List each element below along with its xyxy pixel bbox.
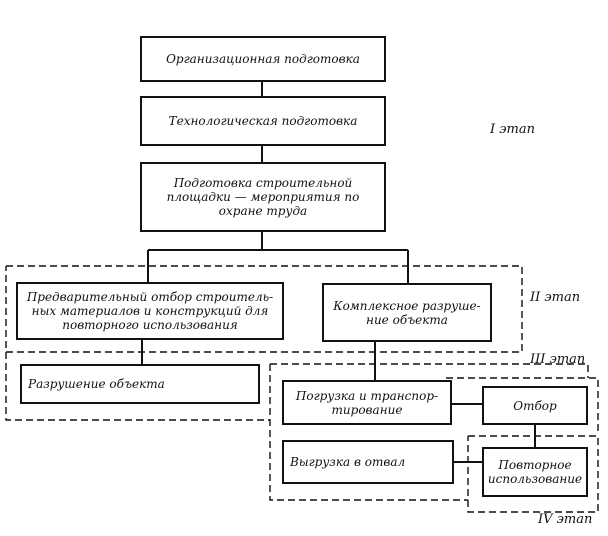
- organizational-preparation-box: Организационная подготовка: [140, 36, 386, 82]
- stage-4-label: IV этап: [538, 512, 593, 527]
- site-preparation-box: Подготовка строительной площадки — мероп…: [140, 162, 386, 232]
- loading-transport-box: Погрузка и транспор-тирование: [282, 380, 452, 425]
- box-label: Повторное использование: [487, 458, 583, 486]
- stage-1-label: I этап: [490, 122, 535, 137]
- box-label: Комплексное разруше-ние объекта: [333, 298, 481, 327]
- object-destruction-box: Разрушение объекта: [20, 364, 260, 404]
- box-label: Погрузка и транспор-тирование: [295, 388, 439, 417]
- complex-destruction-box: Комплексное разруше-ние объекта: [322, 283, 492, 342]
- selection-box: Отбор: [482, 386, 588, 425]
- stage-2-label: II этап: [530, 290, 581, 305]
- reuse-box: Повторное использование: [482, 447, 588, 497]
- box-label: Отбор: [513, 398, 557, 413]
- unloading-dump-box: Выгрузка в отвал: [282, 440, 454, 484]
- box-label: Разрушение объекта: [28, 377, 165, 391]
- preliminary-selection-box: Предварительный отбор строитель-ных мате…: [16, 282, 284, 340]
- box-label: Организационная подготовка: [166, 52, 360, 66]
- box-label: Подготовка строительной площадки — мероп…: [166, 176, 360, 218]
- box-label: Предварительный отбор строитель-ных мате…: [26, 290, 274, 332]
- box-label: Выгрузка в отвал: [290, 455, 406, 469]
- box-label: Технологическая подготовка: [168, 114, 358, 128]
- stage-3-label: III этап: [530, 352, 586, 367]
- technological-preparation-box: Технологическая подготовка: [140, 96, 386, 146]
